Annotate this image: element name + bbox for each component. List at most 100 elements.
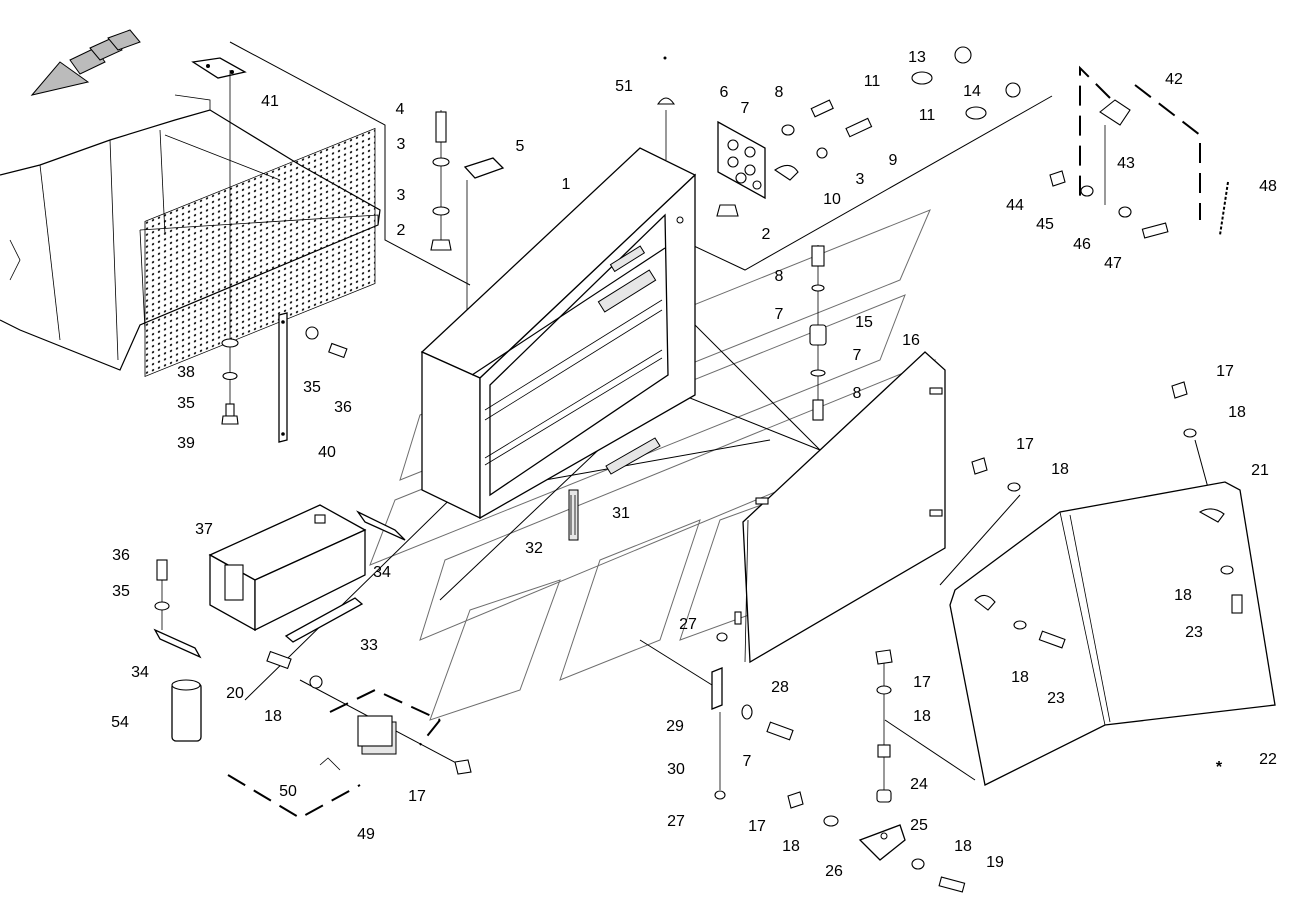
callout-label-l8b: 8 [775,268,784,285]
callout-label-l16: 16 [902,332,920,349]
callout-label-l30: 30 [667,761,685,778]
callout-label-l34a: 34 [373,564,391,581]
callout-label-l3b: 3 [397,187,406,204]
part-1-cabinet [420,56,697,520]
callout-label-l25: 25 [910,817,928,834]
callout-label-l35c: 35 [112,583,130,600]
hardware-44-47 [1049,170,1169,239]
callout-label-l18f: 18 [264,708,282,725]
callout-label-l15: 15 [855,314,873,331]
callout-label-l3c: 3 [856,171,865,188]
bolt-35-36 [154,559,170,630]
callout-label-l18e: 18 [913,708,931,725]
callout-label-l44: 44 [1006,197,1024,214]
part-48-chain [1219,181,1229,236]
callout-label-l27b: 27 [667,813,685,830]
callout-label-l7c: 7 [853,347,862,364]
callout-label-l11a: 11 [864,73,881,90]
callout-label-l28: 28 [771,679,789,696]
callout-label-l22star: * [1216,759,1223,776]
callout-label-l6: 6 [720,84,729,101]
callout-label-l19: 19 [986,854,1004,871]
callout-label-l50: 50 [279,783,297,800]
callout-label-l17b: 17 [1016,436,1034,453]
callout-label-l23b: 23 [1047,690,1065,707]
callout-label-l17c: 17 [913,674,931,691]
callout-label-l45: 45 [1036,216,1054,233]
part-37-battery [208,504,367,632]
callout-label-l23a: 23 [1185,624,1203,641]
callout-label-l14: 14 [963,83,981,100]
part-32-rubber [568,489,579,541]
callout-label-l2a: 2 [397,222,406,239]
callout-label-l32: 32 [525,540,543,557]
callout-label-l41: 41 [261,93,279,110]
callout-label-l17e: 17 [748,818,766,835]
part-21-cover [949,481,1276,786]
cover-hardware [971,381,1243,649]
callout-label-l18a: 18 [1228,404,1246,421]
bolt-18-20 [266,650,323,689]
callout-label-l10: 10 [823,191,841,208]
callout-label-l37: 37 [195,521,213,538]
callout-label-l40: 40 [318,444,336,461]
callout-label-l3a: 3 [397,136,406,153]
callout-label-l49: 49 [357,826,375,843]
part-6-grommet-plate [716,120,766,217]
callout-label-l4: 4 [396,101,405,118]
callout-label-l31: 31 [612,505,630,522]
callout-label-l54: 54 [111,714,129,731]
callout-label-l47: 47 [1104,255,1122,272]
hardware-cluster-top [774,99,873,181]
callout-label-l35a: 35 [303,379,321,396]
callout-label-l17d: 17 [408,788,426,805]
group-49-relay [227,688,472,820]
callout-label-l7a: 7 [741,100,750,117]
callout-label-l18h: 18 [954,838,972,855]
callout-label-l29: 29 [666,718,684,735]
part-54-container [171,679,202,742]
direction-arrow-icon [30,29,141,96]
callout-label-l36a: 36 [334,399,352,416]
fastener-stack-38-35-39 [221,70,239,425]
platform-structure [0,94,381,377]
callout-label-l11b: 11 [919,107,936,124]
callout-label-l8a: 8 [775,84,784,101]
callout-label-l22: 22 [1259,751,1277,768]
callout-label-l34b: 34 [131,664,149,681]
part-31-bar [605,437,661,475]
callout-label-l7b: 7 [775,306,784,323]
callout-label-l38: 38 [177,364,195,381]
callout-label-l35b: 35 [177,395,195,412]
callout-label-l51: 51 [615,78,633,95]
callout-label-l7d: 7 [743,753,752,770]
callout-label-l26: 26 [825,863,843,880]
callout-label-l8c: 8 [853,385,862,402]
group-42-lock [1079,65,1201,220]
nuts-11-13-14 [911,46,1021,120]
fastener-stack-24-26 [787,649,966,893]
callout-label-l20: 20 [226,685,244,702]
callout-label-l27a: 27 [679,616,697,633]
hinge-27-30 [711,632,794,800]
callout-label-l18b: 18 [1051,461,1069,478]
fastener-stack-4-3-2 [430,110,452,251]
callout-label-l5: 5 [516,138,525,155]
callout-label-l21: 21 [1251,462,1269,479]
callout-label-l43: 43 [1117,155,1135,172]
part-16-door [734,351,946,664]
callout-label-l2b: 2 [762,226,771,243]
assembly-lines [229,41,1211,781]
callout-label-l9: 9 [889,152,898,169]
callout-label-l18g: 18 [782,838,800,855]
callout-label-l13: 13 [908,49,926,66]
callout-label-l1: 1 [562,176,571,193]
part-40-strip [278,312,348,443]
callout-label-l46: 46 [1073,236,1091,253]
callout-label-l39: 39 [177,435,195,452]
callout-label-l18c: 18 [1174,587,1192,604]
battery-brackets-33-34 [153,510,406,659]
callout-label-l36b: 36 [112,547,130,564]
